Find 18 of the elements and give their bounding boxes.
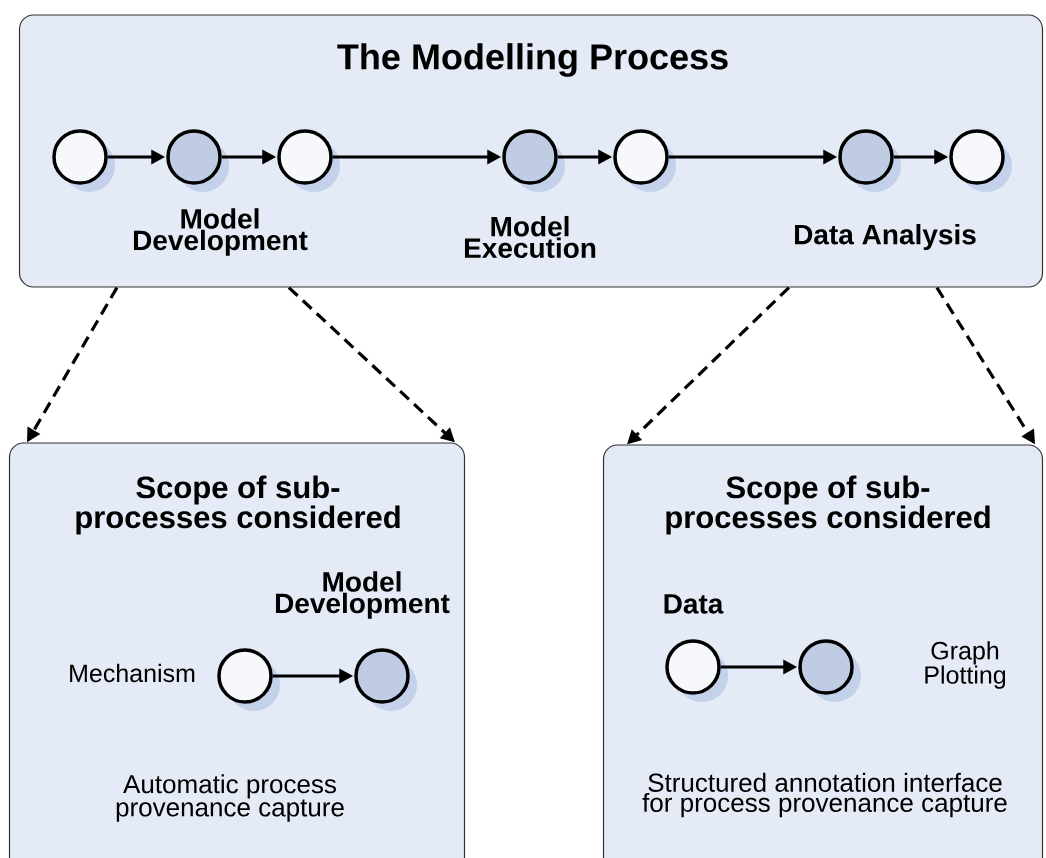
node-caption: Data <box>664 594 724 614</box>
node-caption: Data Analysis <box>795 223 976 251</box>
node-caption: Model Execution <box>464 215 596 259</box>
circle-node <box>613 129 676 192</box>
circle-node <box>665 639 728 702</box>
circle-node <box>798 639 861 702</box>
circle-node <box>277 129 340 192</box>
node-caption: Mechanism <box>70 663 195 683</box>
circle-node <box>217 648 280 711</box>
circle-node <box>949 129 1012 192</box>
circle-node <box>166 129 229 192</box>
node-caption: Model Development <box>133 208 308 256</box>
circle-node <box>354 648 417 711</box>
circle-node <box>838 129 901 192</box>
node-caption: Graph Plotting <box>925 641 1006 689</box>
node-caption: Model Development <box>275 571 450 619</box>
circle-node <box>52 129 115 192</box>
circle-node <box>502 129 565 192</box>
